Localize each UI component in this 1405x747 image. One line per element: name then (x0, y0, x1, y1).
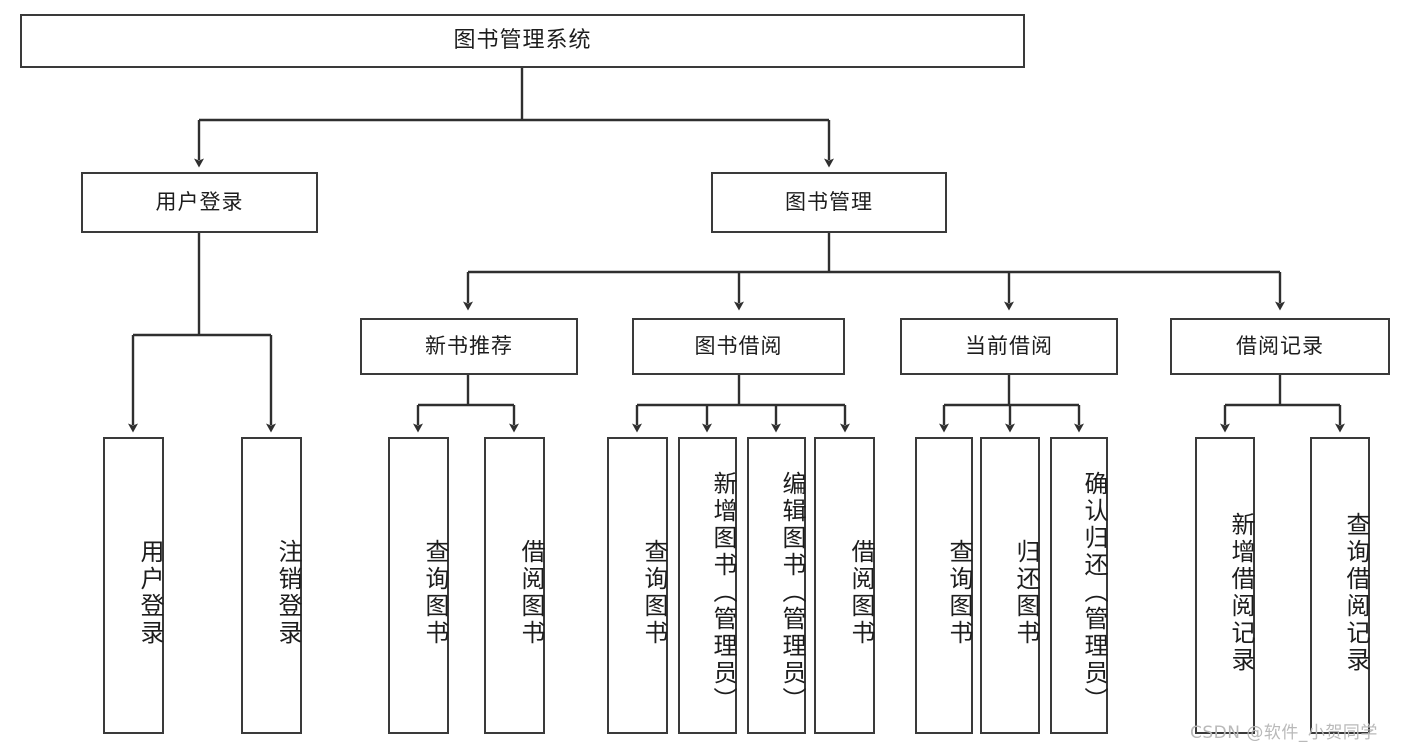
leaf-user-login-label: 用户登录 (136, 538, 164, 647)
node-borrow-record-label: 借阅记录 (1236, 334, 1324, 359)
node-current-borrow-label: 当前借阅 (965, 334, 1053, 359)
leaf-query-book-newbook[interactable]: 查询图书 (388, 437, 449, 734)
leaf-confirm-return-admin-label: 确认归还（管理员） (1080, 471, 1108, 714)
leaf-query-book-current[interactable]: 查询图书 (915, 437, 973, 734)
leaf-add-borrow-record-label: 新增借阅记录 (1227, 511, 1255, 674)
leaf-confirm-return-admin[interactable]: 确认归还（管理员） (1050, 437, 1108, 734)
node-book-borrow-label: 图书借阅 (694, 334, 783, 359)
node-root-label: 图书管理系统 (453, 28, 592, 54)
node-new-book-recommend-label: 新书推荐 (425, 334, 513, 359)
node-book-management-label: 图书管理 (785, 190, 873, 215)
node-user-login-label: 用户登录 (155, 190, 244, 215)
leaf-user-login[interactable]: 用户登录 (103, 437, 164, 734)
leaf-borrow-book-newbook-label: 借阅图书 (517, 538, 545, 647)
leaf-query-book-borrow[interactable]: 查询图书 (607, 437, 668, 734)
leaf-query-borrow-record[interactable]: 查询借阅记录 (1310, 437, 1370, 734)
leaf-borrow-book[interactable]: 借阅图书 (814, 437, 875, 734)
leaf-logout-label: 注销登录 (274, 538, 302, 647)
watermark: CSDN @软件_小贺同学 (1190, 723, 1378, 743)
leaf-add-book-admin[interactable]: 新增图书（管理员） (678, 437, 737, 734)
leaf-borrow-book-label: 借阅图书 (847, 538, 875, 647)
leaf-query-book-current-label: 查询图书 (945, 538, 973, 647)
leaf-logout[interactable]: 注销登录 (241, 437, 302, 734)
node-book-management[interactable]: 图书管理 (711, 172, 947, 233)
leaf-query-book-newbook-label: 查询图书 (421, 538, 449, 647)
leaf-return-book-label: 归还图书 (1012, 538, 1040, 647)
leaf-edit-book-admin[interactable]: 编辑图书（管理员） (747, 437, 806, 734)
node-current-borrow[interactable]: 当前借阅 (900, 318, 1118, 375)
node-root[interactable]: 图书管理系统 (20, 14, 1025, 68)
leaf-add-borrow-record[interactable]: 新增借阅记录 (1195, 437, 1255, 734)
node-new-book-recommend[interactable]: 新书推荐 (360, 318, 578, 375)
leaf-borrow-book-newbook[interactable]: 借阅图书 (484, 437, 545, 734)
node-user-login[interactable]: 用户登录 (81, 172, 318, 233)
leaf-query-book-borrow-label: 查询图书 (640, 538, 668, 647)
leaf-edit-book-admin-label: 编辑图书（管理员） (778, 471, 806, 714)
leaf-query-borrow-record-label: 查询借阅记录 (1342, 511, 1370, 674)
leaf-return-book[interactable]: 归还图书 (980, 437, 1040, 734)
leaf-add-book-admin-label: 新增图书（管理员） (709, 471, 737, 714)
node-book-borrow[interactable]: 图书借阅 (632, 318, 845, 375)
node-borrow-record[interactable]: 借阅记录 (1170, 318, 1390, 375)
